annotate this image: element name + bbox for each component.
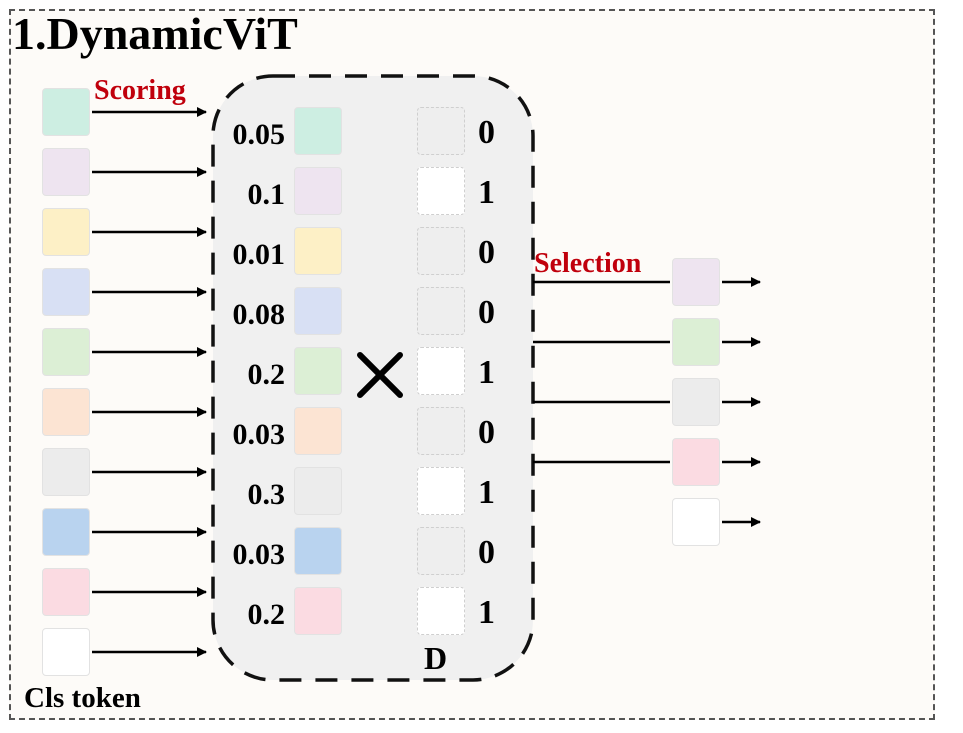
mask-value: 0 [478,534,495,571]
output-token [672,318,720,366]
mask-cell [417,407,465,455]
token-score: 0.08 [232,298,286,331]
input-token [42,208,90,256]
mask-cell [417,467,465,515]
output-arrows [533,277,761,527]
mask-value: 1 [478,474,495,511]
token-score: 0.01 [232,238,286,271]
scored-token [294,287,342,335]
token-score: 0.03 [232,538,286,571]
input-token [42,88,90,136]
input-token [42,148,90,196]
scored-token [294,167,342,215]
token-score: 0.1 [247,178,286,211]
mask-cell [417,107,465,155]
scored-token [294,467,342,515]
multiply-icon [357,352,403,398]
scored-token [294,107,342,155]
mask-cell [417,347,465,395]
mask-cell [417,227,465,275]
mask-value: 0 [478,294,495,331]
mask-value: 0 [478,234,495,271]
mask-value: 1 [478,174,495,211]
token-score: 0.05 [232,118,286,151]
scored-token [294,527,342,575]
diagram-title: 1.DynamicViT [12,8,298,59]
cls-token-label: Cls token [24,682,141,714]
mask-value: 0 [478,114,495,151]
mask-label: D [424,640,448,676]
token-score: 0.03 [232,418,286,451]
output-token [672,258,720,306]
input-token [42,388,90,436]
mask-cell [417,287,465,335]
mask-cell [417,587,465,635]
scored-token [294,347,342,395]
mask-value: 1 [478,594,495,631]
mask-cell [417,167,465,215]
scored-token [294,407,342,455]
scored-token [294,587,342,635]
cls-token [42,628,90,676]
token-score: 0.3 [247,478,286,511]
output-token [672,438,720,486]
output-token [672,378,720,426]
scoring-label: Scoring [94,75,186,106]
token-score: 0.2 [247,358,286,391]
input-token [42,448,90,496]
scored-token [294,227,342,275]
token-score: 0.2 [247,598,286,631]
input-token [42,508,90,556]
selection-label: Selection [534,248,642,279]
mask-value: 1 [478,354,495,391]
input-token [42,568,90,616]
mask-cell [417,527,465,575]
input-token [42,328,90,376]
mask-value: 0 [478,414,495,451]
output-token [672,498,720,546]
input-arrows [92,107,207,657]
input-token [42,268,90,316]
